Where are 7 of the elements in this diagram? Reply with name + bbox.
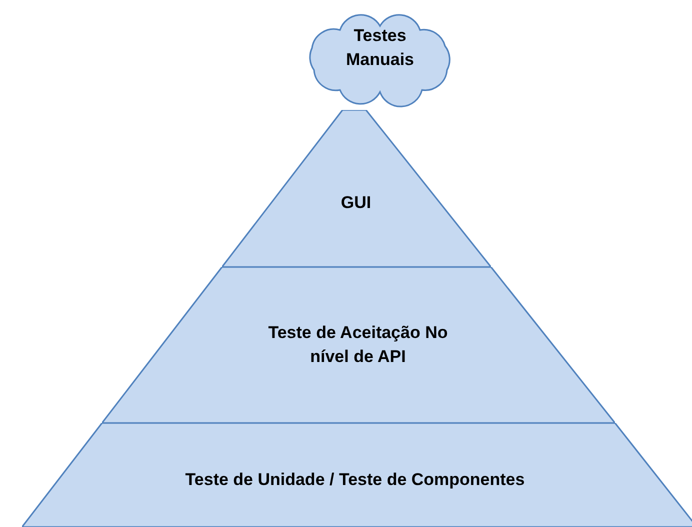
level-label: Teste de Aceitação No nível de API (267, 322, 449, 368)
pyramid-level (222, 110, 491, 267)
level-label: Teste de Unidade / Teste de Componentes (184, 469, 526, 491)
level-label: GUI (340, 192, 372, 214)
cloud-label: Testes Manuais (344, 25, 416, 71)
pyramid-level (22, 423, 692, 527)
pyramid-level (102, 267, 615, 423)
